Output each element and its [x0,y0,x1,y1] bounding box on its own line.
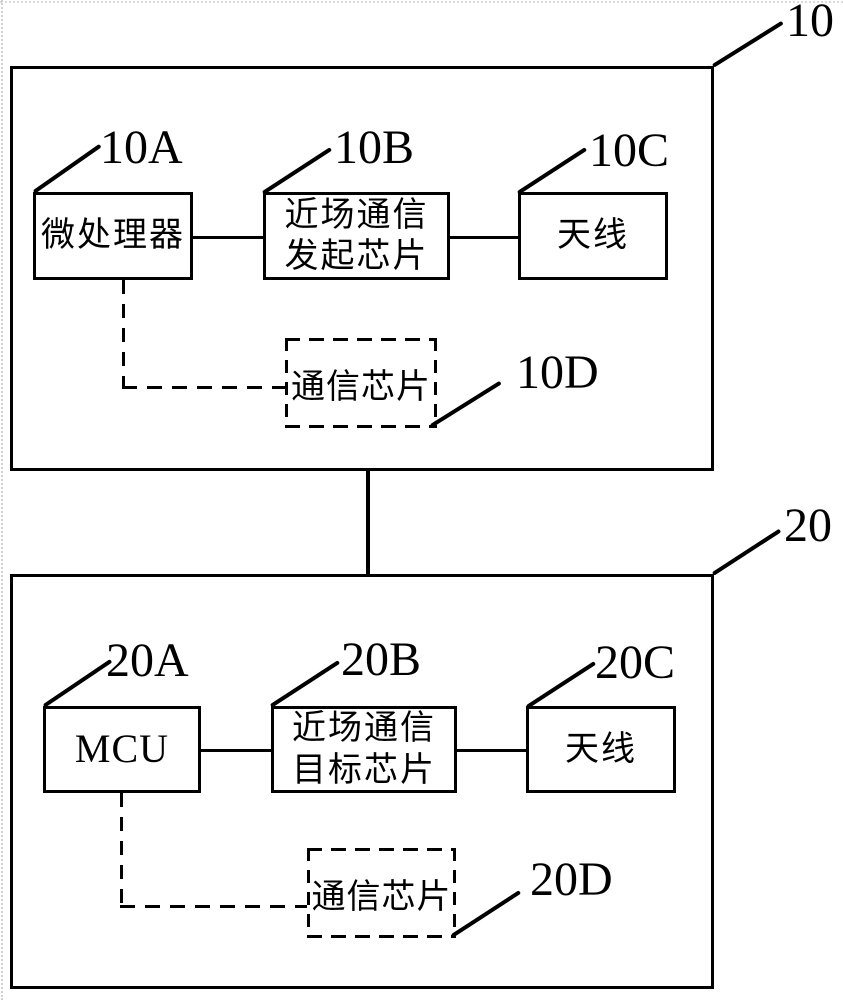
device-10-outline [10,66,714,471]
dashed-connector-20a-20d [120,905,307,908]
ref-label-20a: 20A [106,634,189,687]
ref-label-10b: 10B [334,121,415,174]
box-nfc-target-chip: 近场通信 目标芯片 [271,706,457,793]
box-nfc-target-chip-line1: 近场通信 [292,710,436,748]
dashed-edge [307,848,310,938]
ref-label-10: 10 [786,0,834,47]
ref-label-10a: 10A [100,121,183,174]
ref-label-10c: 10C [589,124,670,177]
dashed-edge [307,848,456,851]
dashed-edge [285,425,437,428]
connector-10b-10c [450,236,518,239]
box-antenna-20-label: 天线 [565,730,637,768]
box-nfc-initiator-chip: 近场通信 发起芯片 [263,192,450,280]
dashed-edge [307,935,456,938]
connector-10a-10b [193,236,263,239]
scan-artifact-top [0,1,843,3]
leader-line-10 [711,20,784,68]
box-comm-chip-20: 通信芯片 [307,848,456,938]
connector-20a-20b [201,749,271,752]
box-comm-chip-10-label: 通信芯片 [291,368,431,406]
device-20-outline [10,574,714,989]
dashed-edge [285,338,437,341]
box-comm-chip-10: 通信芯片 [285,338,437,428]
connector-block10-block20 [366,470,370,575]
box-mcu: MCU [43,706,201,793]
ref-label-20d: 20D [530,853,613,906]
dashed-edge [453,848,456,938]
dashed-connector-20a-vertical [120,793,123,907]
box-nfc-initiator-chip-line1: 近场通信 [284,196,429,234]
box-antenna-20: 天线 [526,706,676,793]
scan-artifact-left [1,0,3,1000]
dashed-connector-10a-vertical [122,280,125,388]
connector-20b-20c [457,749,526,752]
box-mcu-label: MCU [74,726,170,772]
box-nfc-initiator-chip-line2: 发起芯片 [284,238,429,275]
box-antenna-10-label: 天线 [557,217,629,255]
box-antenna-10: 天线 [518,192,668,280]
box-microprocessor: 微处理器 [33,192,193,280]
box-comm-chip-20-label: 通信芯片 [311,878,452,916]
ref-label-10d: 10D [516,346,599,399]
ref-label-20c: 20C [595,636,676,689]
ref-label-20: 20 [784,499,832,552]
box-nfc-target-chip-line2: 目标芯片 [292,751,436,789]
leader-line-20 [711,528,782,576]
box-microprocessor-label: 微处理器 [41,217,185,255]
ref-label-20b: 20B [341,633,422,686]
dashed-edge [434,338,437,428]
dashed-edge [285,338,288,428]
dashed-connector-10a-10d [122,386,285,389]
